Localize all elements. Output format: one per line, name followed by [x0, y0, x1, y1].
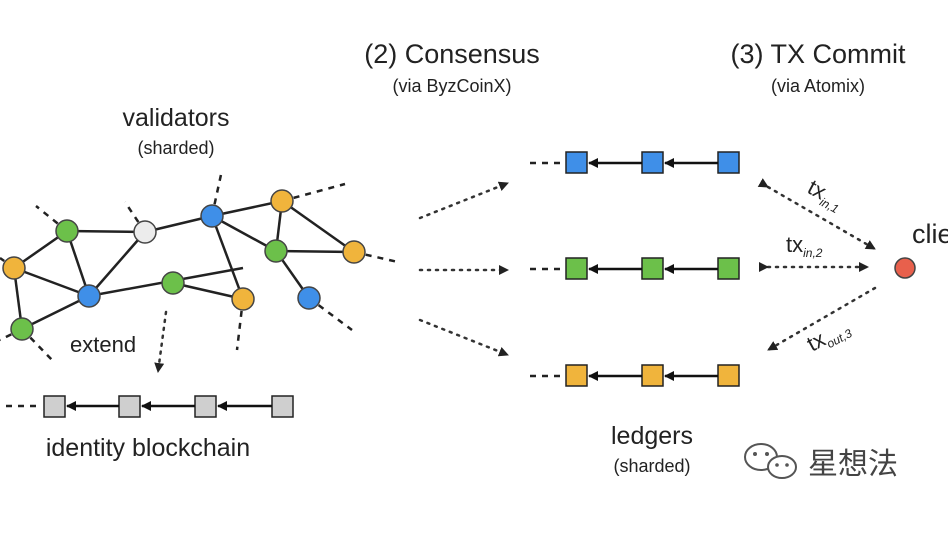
- tx-out-3-label: txout,3: [803, 314, 855, 359]
- commit-subtitle: (via Atomix): [771, 76, 865, 96]
- validator-node-orange: [270, 189, 294, 213]
- ledger-block-blue: [641, 151, 664, 174]
- tx-out-3-arrow: [766, 286, 877, 352]
- validator-network: [0, 169, 399, 363]
- validator-node-blue: [77, 284, 101, 308]
- tx-in-2-label: txin,2: [786, 232, 823, 260]
- ledger-block-orange: [717, 364, 740, 387]
- ledger-orange: [530, 364, 740, 387]
- client-node: [894, 257, 916, 279]
- identity-blockchain-label: identity blockchain: [46, 434, 250, 462]
- identity-block: [118, 395, 141, 418]
- validator-node-gray: [133, 220, 157, 244]
- network-edge: [210, 215, 245, 300]
- network-edge: [211, 214, 277, 253]
- identity-block: [271, 395, 294, 418]
- network-dangling-edge: [210, 169, 224, 217]
- network-dangling-edge: [21, 328, 55, 363]
- validators-subtitle: (sharded): [137, 138, 214, 158]
- identity-blockchain: [6, 395, 294, 418]
- ledger-block-blue: [717, 151, 740, 174]
- ledger-block-orange: [565, 364, 588, 387]
- validator-node-green: [55, 219, 79, 243]
- consensus-subtitle: (via ByzCoinX): [392, 76, 511, 96]
- extend-label: extend: [70, 332, 136, 357]
- network-edge: [281, 199, 355, 254]
- network-edge: [66, 229, 146, 234]
- ledger-green: [530, 257, 740, 280]
- network-edge: [88, 231, 146, 297]
- network-edge: [13, 266, 90, 298]
- network-dangling-edge: [235, 298, 245, 351]
- validator-node-blue: [200, 204, 224, 228]
- network-dangling-edge: [308, 296, 353, 332]
- validator-node-blue: [297, 286, 321, 310]
- validator-node-green: [10, 317, 34, 341]
- validator-node-orange: [2, 256, 26, 280]
- network-dangling-edge: [353, 250, 399, 264]
- consensus-arrow-orange: [418, 318, 510, 357]
- consensus-title: (2) Consensus: [364, 39, 540, 69]
- validator-node-green: [161, 271, 185, 295]
- identity-block: [43, 395, 66, 418]
- ledgers-title: ledgers: [611, 422, 693, 450]
- ledger-block-blue: [565, 151, 588, 174]
- commit-title: (3) TX Commit: [730, 39, 906, 69]
- wechat-icon: [744, 443, 797, 479]
- watermark-text: 星想法: [808, 447, 898, 482]
- ledger-blue: [530, 151, 740, 174]
- validators-title: validators: [123, 104, 230, 132]
- network-edge: [275, 249, 355, 254]
- ledgers-subtitle: (sharded): [613, 456, 690, 476]
- network-edge: [211, 199, 283, 218]
- ledger-block-green: [717, 257, 740, 280]
- extend-arrow: [154, 310, 168, 374]
- client-label: clie: [912, 219, 948, 249]
- validator-node-green: [264, 239, 288, 263]
- validator-node-orange: [342, 240, 366, 264]
- network-edge: [172, 281, 244, 301]
- ledger-block-green: [565, 257, 588, 280]
- identity-block: [194, 395, 217, 418]
- ledger-block-green: [641, 257, 664, 280]
- tx-in-1-arrow: [757, 178, 877, 251]
- network-edge: [21, 294, 90, 331]
- consensus-arrow-blue: [418, 181, 510, 220]
- ledger-block-orange: [641, 364, 664, 387]
- validator-node-orange: [231, 287, 255, 311]
